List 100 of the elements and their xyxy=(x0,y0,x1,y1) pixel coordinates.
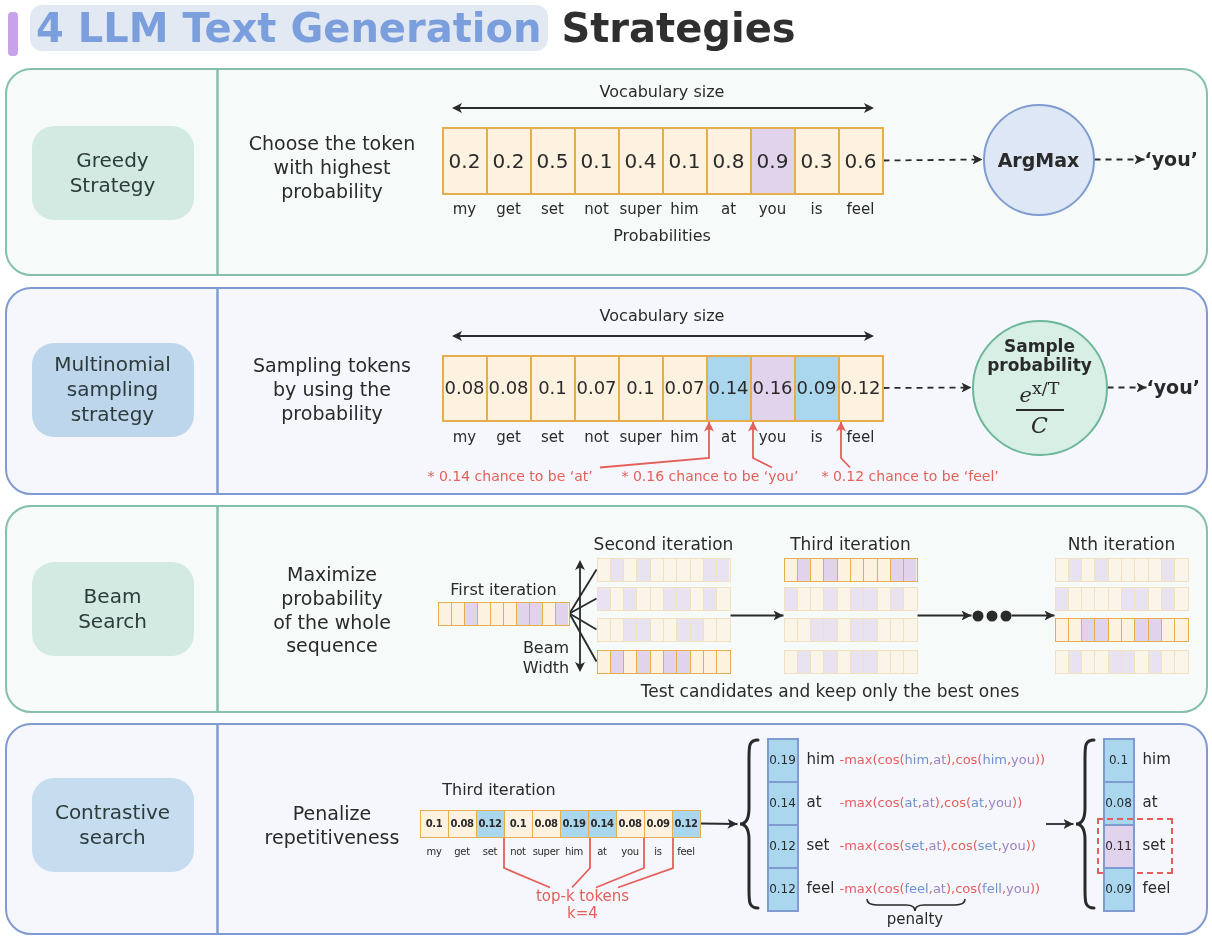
token-word: you xyxy=(621,845,639,857)
annotation-note: top-k tokens k=4 xyxy=(535,887,630,922)
arrow xyxy=(1010,610,1056,621)
strategy-pill: Greedy Strategy xyxy=(31,125,194,220)
token-cell: 0.3 xyxy=(793,126,840,195)
token-word: him xyxy=(670,200,699,217)
token-word: at xyxy=(806,794,822,812)
token-cell: 0.19 xyxy=(559,809,589,838)
token-cell: 0.08 xyxy=(447,809,477,838)
token-array xyxy=(1054,617,1189,642)
penalty-expression: -max(cos(set,at),cos(set,you)) xyxy=(839,838,1036,854)
token-cell: 0.12 xyxy=(766,866,799,912)
token-cell: 0.2 xyxy=(441,126,488,195)
token-word: set xyxy=(806,837,830,855)
arrow xyxy=(748,420,773,469)
token-word: my xyxy=(452,428,477,445)
token-cell: 0.14 xyxy=(705,354,752,422)
argmax-circle: ArgMax xyxy=(982,103,1095,216)
token-word: set xyxy=(541,428,564,445)
token-array xyxy=(596,617,731,642)
iteration-heading: Nth iteration xyxy=(1067,534,1176,554)
dashed-arrow xyxy=(1093,154,1146,165)
description-text: Maximize probability of the whole sequence xyxy=(272,562,392,658)
strategy-pill: Beam Search xyxy=(31,561,194,656)
output-token: ‘you’ xyxy=(1146,376,1200,399)
token-cell: 0.9 xyxy=(749,126,796,195)
penalty-expression: -max(cos(at,at),cos(at,you)) xyxy=(839,795,1023,811)
token-cell: 0.5 xyxy=(529,126,576,195)
ellipsis-icon xyxy=(971,609,1012,622)
token-word: feel xyxy=(846,200,875,217)
output-token: ‘you’ xyxy=(1144,148,1198,171)
token-cell: 0.14 xyxy=(766,780,799,826)
iteration-heading: Second iteration xyxy=(593,534,734,554)
connector-line xyxy=(571,836,591,889)
token-word: feel xyxy=(846,428,875,445)
token-word: get xyxy=(496,428,521,445)
token-word: super xyxy=(619,428,662,445)
token-word: get xyxy=(496,200,521,217)
dashed-arrow xyxy=(1106,382,1148,393)
token-array xyxy=(783,586,918,611)
token-word: set xyxy=(541,200,564,217)
description-text: Choose the token with highest probability xyxy=(248,132,416,204)
connector-line xyxy=(568,568,598,615)
token-cell: 0.12 xyxy=(837,354,884,422)
token-cell: 0.4 xyxy=(617,126,664,195)
token-cell: 0.1 xyxy=(661,126,708,195)
token-cell: 0.1 xyxy=(419,809,449,838)
dashed-arrow xyxy=(882,154,984,165)
connector-line xyxy=(568,612,598,631)
token-word: not xyxy=(510,845,526,857)
token-cell: 0.12 xyxy=(475,809,505,838)
token-array xyxy=(1054,649,1189,674)
connector-line xyxy=(595,836,645,889)
token-word: you xyxy=(758,428,787,445)
token-cell: 0.08 xyxy=(485,354,532,422)
curly-brace xyxy=(1073,737,1096,910)
caption-text: Beam Width xyxy=(522,638,570,678)
token-array xyxy=(783,617,918,642)
token-word: is xyxy=(654,845,662,857)
token-cell: 0.08 xyxy=(441,354,488,422)
strategy-panel xyxy=(5,505,1208,713)
token-array xyxy=(1054,586,1189,611)
strategy-panel xyxy=(5,287,1208,495)
arrow xyxy=(699,818,739,829)
token-cell: 0.12 xyxy=(766,823,799,869)
token-word: get xyxy=(454,845,470,857)
token-word: feel xyxy=(1142,880,1171,898)
token-cell: 0.1 xyxy=(529,354,576,422)
caption-text: Probabilities xyxy=(613,226,711,246)
token-cell: 0.08 xyxy=(531,809,561,838)
token-cell: 0.6 xyxy=(837,126,884,195)
token-array xyxy=(596,586,731,611)
token-array xyxy=(783,649,918,674)
token-word: not xyxy=(584,428,609,445)
token-array xyxy=(1054,557,1189,582)
arrow xyxy=(1045,819,1075,829)
token-array xyxy=(596,557,731,582)
strategy-panel xyxy=(5,68,1208,276)
token-word: at xyxy=(1142,794,1158,812)
penalty-expression: -max(cos(feel,at),cos(fell,you)) xyxy=(839,881,1041,897)
token-cell: 0.09 xyxy=(793,354,840,422)
token-cell: 0.16 xyxy=(749,354,796,422)
formula-numerator: e$^{x/T}$ xyxy=(1019,377,1060,409)
description-text: Sampling tokens by using the probability xyxy=(252,354,412,426)
arrow xyxy=(916,610,973,621)
token-word: feel xyxy=(677,845,695,857)
annotation-note: * 0.14 chance to be ‘at’ xyxy=(427,467,593,485)
token-cell: 0.12 xyxy=(671,809,701,838)
token-cell: 0.09 xyxy=(1102,866,1135,912)
token-cell: 0.09 xyxy=(643,809,673,838)
title: 4 LLM Text Generation Strategies xyxy=(30,4,796,52)
token-word: feel xyxy=(806,880,835,898)
token-cell: 0.08 xyxy=(615,809,645,838)
token-word: is xyxy=(810,200,823,217)
strategy-panel xyxy=(5,723,1208,935)
annotation-note: * 0.16 chance to be ‘you’ xyxy=(621,467,799,485)
connector-line xyxy=(617,836,674,889)
token-cell: 0.07 xyxy=(661,354,708,422)
token-word: my xyxy=(452,200,477,217)
token-word: at xyxy=(720,428,737,445)
